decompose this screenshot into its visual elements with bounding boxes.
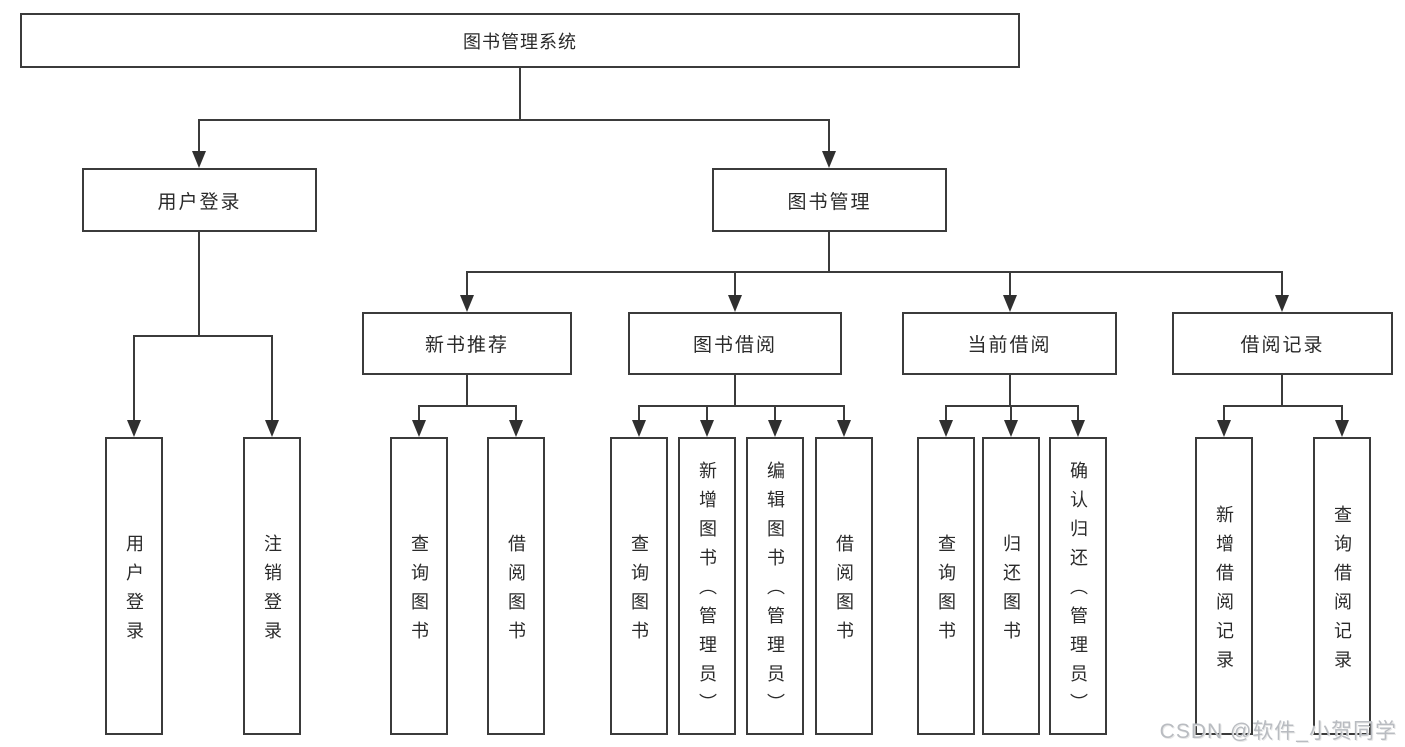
leaf-confirm-return-admin: 确认归还（管理员）	[1049, 437, 1107, 735]
leaf-borrow-books-recommend: 借阅图书	[487, 437, 545, 735]
node-label: 图书借阅	[692, 335, 777, 356]
node-label: 借阅记录	[1240, 335, 1325, 356]
leaf-logout: 注销登录	[243, 437, 301, 735]
leaf-query-books-borrowing: 查询图书	[610, 437, 668, 735]
leaf-label: 新增借阅记录	[1214, 504, 1234, 679]
leaf-query-borrow-record: 查询借阅记录	[1313, 437, 1371, 735]
leaf-query-books-current: 查询图书	[917, 437, 975, 735]
node-current-borrowing: 当前借阅	[902, 312, 1117, 375]
leaf-edit-books-admin: 编辑图书（管理员）	[746, 437, 804, 735]
node-label: 图书管理系统	[463, 31, 577, 52]
leaf-label: 查询借阅记录	[1332, 504, 1352, 679]
node-borrowing-records: 借阅记录	[1172, 312, 1393, 375]
node-book-management: 图书管理	[712, 168, 947, 232]
leaf-label: 借阅图书	[834, 533, 854, 650]
leaf-label: 查询图书	[409, 533, 429, 650]
leaf-query-books-recommend: 查询图书	[390, 437, 448, 735]
leaf-label: 新增图书（管理员）	[697, 461, 717, 722]
leaf-label: 确认归还（管理员）	[1068, 461, 1088, 722]
node-label: 当前借阅	[967, 335, 1052, 356]
node-label: 用户登录	[157, 191, 242, 213]
node-library-management-system: 图书管理系统	[20, 13, 1020, 68]
leaf-borrow-books-borrowing: 借阅图书	[815, 437, 873, 735]
leaf-add-books-admin: 新增图书（管理员）	[678, 437, 736, 735]
node-new-book-recommend: 新书推荐	[362, 312, 572, 375]
leaf-label: 编辑图书（管理员）	[765, 461, 785, 722]
leaf-label: 归还图书	[1001, 533, 1021, 650]
node-label: 图书管理	[787, 191, 872, 213]
leaf-add-borrow-record: 新增借阅记录	[1195, 437, 1253, 735]
leaf-label: 查询图书	[936, 533, 956, 650]
leaf-label: 用户登录	[124, 533, 144, 650]
node-label: 新书推荐	[424, 335, 509, 356]
csdn-watermark: CSDN @软件_小贺同学	[1159, 720, 1397, 743]
node-user-login: 用户登录	[82, 168, 317, 232]
leaf-return-books: 归还图书	[982, 437, 1040, 735]
leaf-label: 借阅图书	[506, 533, 526, 650]
leaf-user-login: 用户登录	[105, 437, 163, 735]
leaf-label: 注销登录	[262, 533, 282, 650]
node-book-borrowing: 图书借阅	[628, 312, 842, 375]
leaf-label: 查询图书	[629, 533, 649, 650]
